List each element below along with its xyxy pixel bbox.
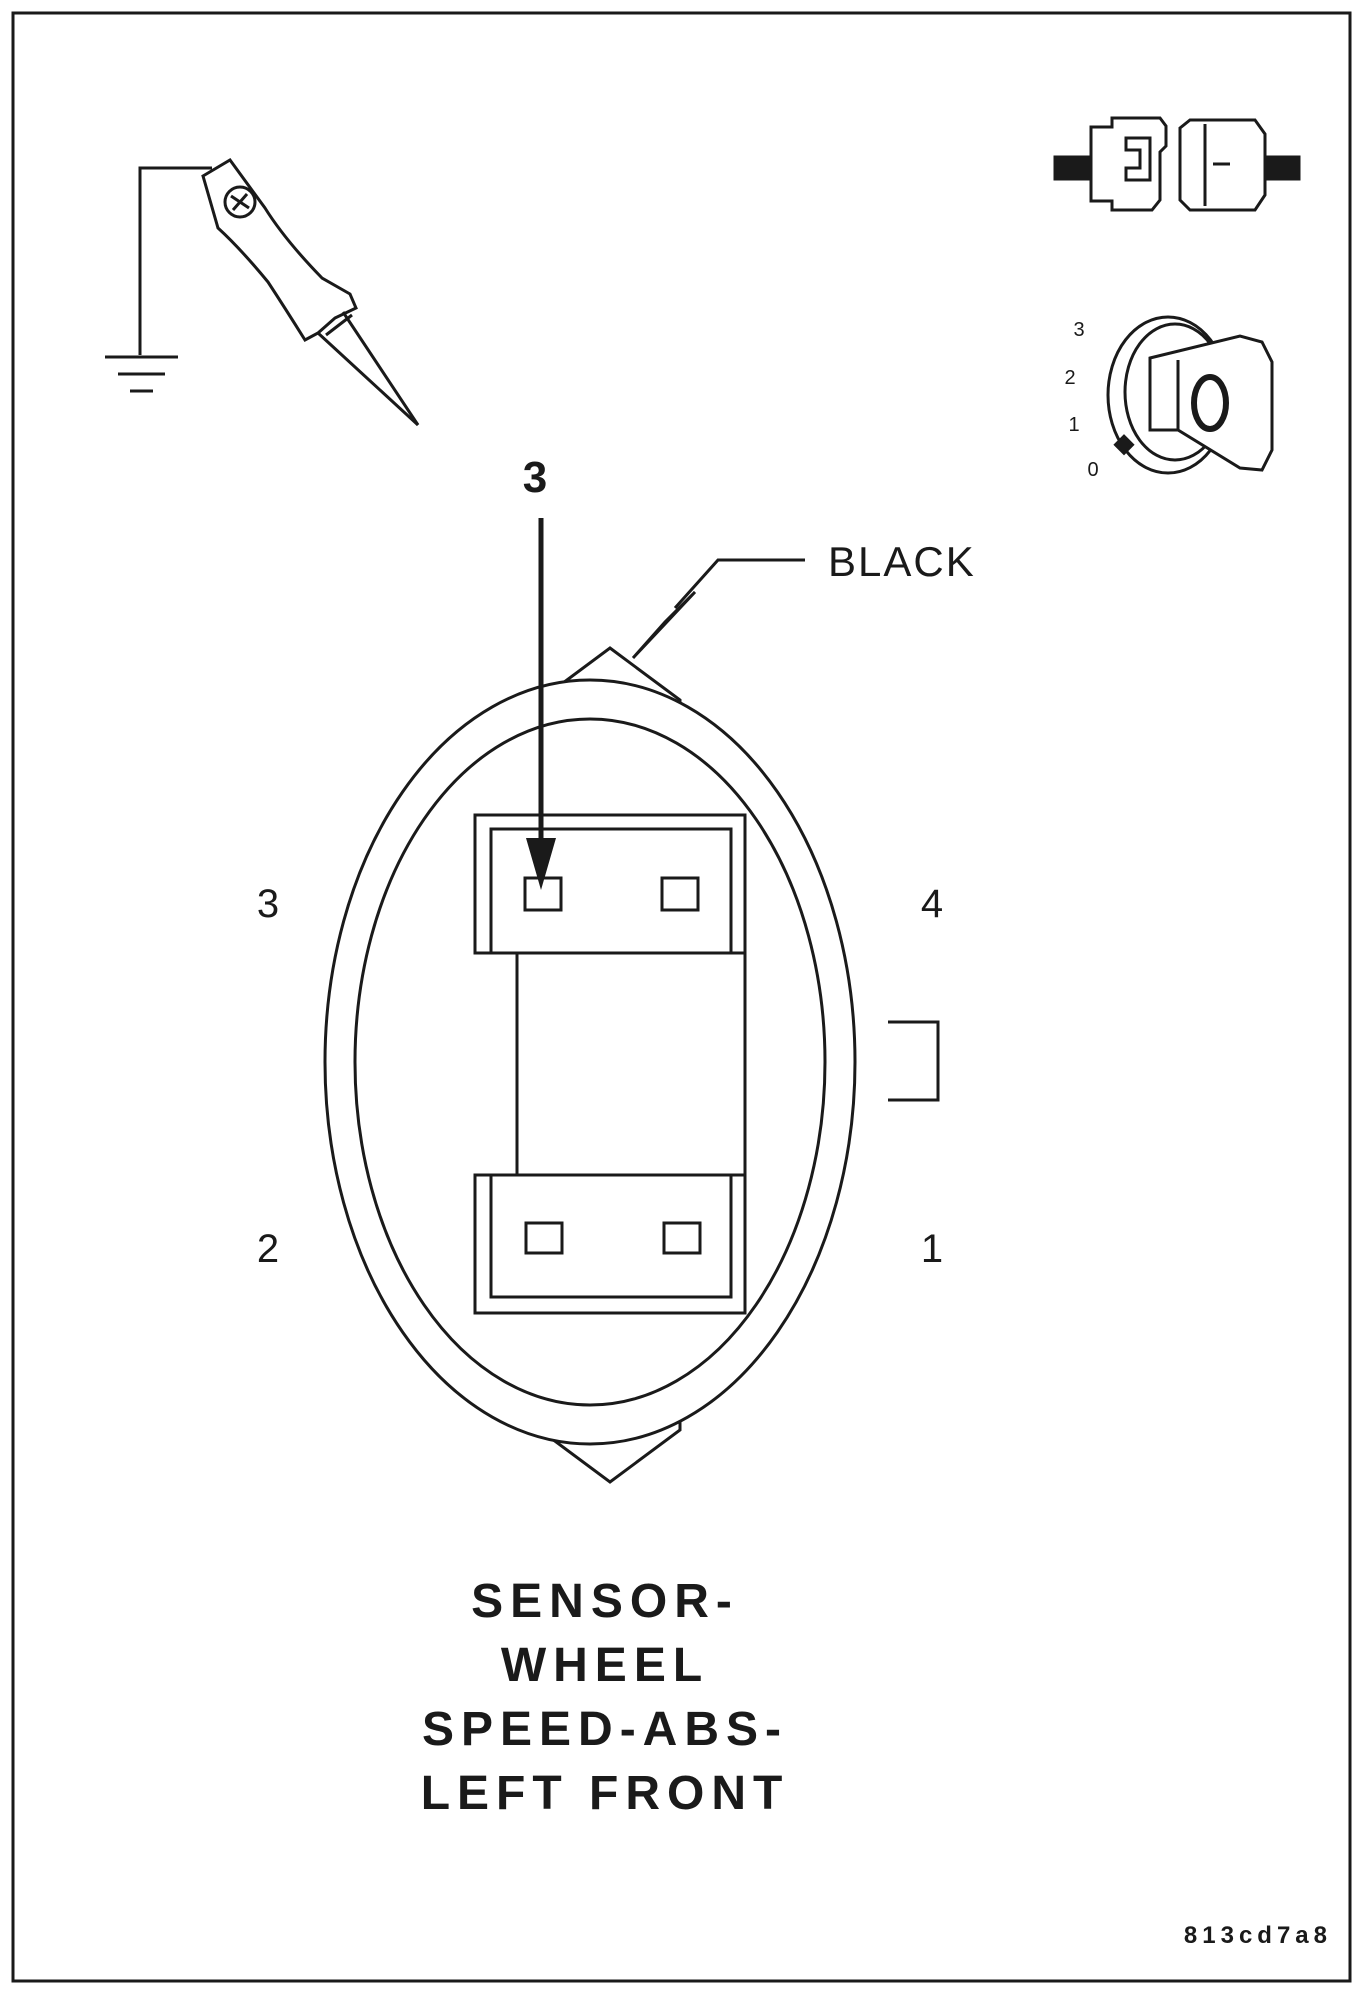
title-line-1: SENSOR-: [471, 1575, 739, 1628]
title-line-3: SPEED-ABS-: [422, 1703, 788, 1756]
page-frame: [11, 11, 1352, 1983]
ignition-key-icon: 3 2 1 0: [1064, 315, 1274, 481]
disconnected-connector-icon: [1053, 116, 1301, 212]
title-line-2: WHEEL: [501, 1639, 709, 1692]
title-line-4: LEFT FRONT: [421, 1767, 790, 1820]
callout-arrow: [526, 518, 556, 890]
ignition-position-0: 0: [1087, 459, 1098, 481]
terminal-block: [473, 813, 747, 1315]
connector-color-label: BLACK: [828, 538, 976, 585]
callout-pin-number: 3: [523, 453, 547, 502]
ignition-position-1: 1: [1068, 414, 1079, 436]
cavity-label-3: 3: [257, 882, 279, 926]
cavity-label-2: 2: [257, 1227, 279, 1271]
cavity-4: [660, 876, 700, 912]
figure-code: 813cd7a8: [1184, 1922, 1332, 1949]
color-leader-arrow: [631, 558, 805, 660]
cavity-label-1: 1: [921, 1227, 943, 1271]
component-title: SENSOR- WHEEL SPEED-ABS- LEFT FRONT: [421, 1575, 790, 1820]
cavity-1: [662, 1221, 702, 1255]
cavity-2: [524, 1221, 564, 1255]
ignition-position-3: 3: [1073, 319, 1084, 341]
cavity-label-4: 4: [921, 882, 943, 926]
test-probe-to-ground-icon: [105, 158, 420, 427]
ignition-position-2: 2: [1064, 367, 1075, 389]
